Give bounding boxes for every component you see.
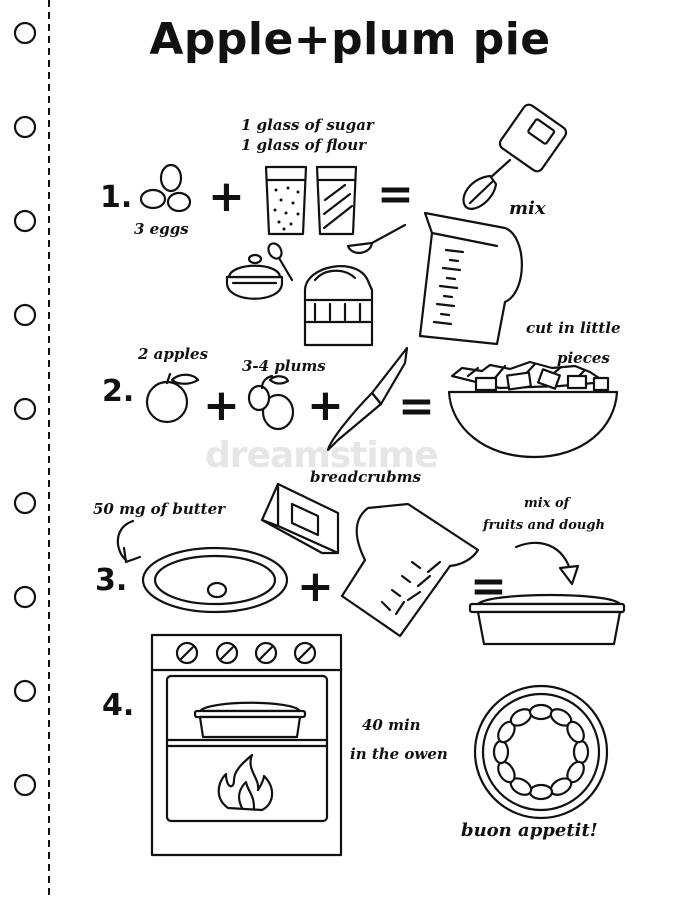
plus-sign: + — [307, 380, 344, 431]
binder-hole — [13, 491, 37, 515]
baking-dish-icon — [468, 593, 626, 646]
step-number: 3. — [95, 563, 128, 598]
fruit-slice — [492, 739, 510, 765]
plus-sign: + — [203, 380, 240, 431]
spoon-icon — [267, 242, 294, 282]
arrow-down-icon — [514, 541, 580, 586]
label-cut-line1: cut in little — [526, 319, 621, 337]
label-time-line1: 40 min — [362, 716, 421, 734]
label-mix: mix — [509, 198, 546, 219]
hand-mixer-icon — [462, 103, 568, 210]
sugar-bowl-icon — [225, 253, 284, 300]
binder-hole — [13, 773, 37, 797]
label-mix-of-line1: mix of — [524, 496, 570, 511]
label-mix-of-line2: fruits and dough — [483, 518, 605, 533]
binder-hole — [13, 679, 37, 703]
pie-dish-icon — [141, 546, 289, 614]
step-number: 1. — [100, 180, 133, 215]
notebook-margin — [13, 0, 50, 900]
label-buon-appetit: buon appetit! — [461, 820, 598, 841]
binder-hole — [13, 209, 37, 233]
measuring-jug-icon-2 — [340, 502, 480, 638]
binder-hole — [13, 585, 37, 609]
fruit-slice — [566, 720, 585, 744]
equals-sign: = — [377, 169, 414, 220]
eggs-icon — [139, 163, 192, 213]
label-plums: 3-4 plums — [242, 357, 326, 375]
binder-hole — [13, 303, 37, 327]
equals-sign: = — [398, 381, 435, 432]
measuring-jug-icon — [418, 211, 523, 346]
label-butter: 50 mg of butter — [93, 500, 226, 518]
butter-icon — [260, 482, 340, 555]
page-title: Apple+plum pie — [149, 14, 551, 65]
label-flour: 1 glass of flour — [241, 136, 367, 154]
plus-sign: + — [297, 561, 334, 612]
equals-sign: = — [470, 561, 507, 612]
fruit-bowl-icon — [447, 360, 619, 459]
plum-icon — [247, 374, 295, 431]
fruit-slice — [528, 783, 554, 801]
flour-bag-icon — [303, 265, 374, 347]
apple-icon — [145, 372, 200, 424]
label-apples: 2 apples — [138, 345, 209, 363]
curved-arrow-icon — [116, 519, 142, 564]
label-time-line2: in the owen — [350, 745, 448, 763]
measuring-spoon-icon — [346, 223, 407, 254]
binder-hole — [13, 397, 37, 421]
sugar-glass-icon — [264, 165, 308, 236]
finished-pie-icon — [473, 684, 609, 820]
binder-hole — [13, 115, 37, 139]
plus-sign: + — [208, 171, 245, 222]
knife-icon — [326, 346, 409, 452]
fruit-slice — [572, 739, 590, 765]
oven-icon — [150, 633, 343, 857]
fruit-slice — [528, 703, 554, 721]
label-breadcrumbs: breadcrubms — [310, 468, 421, 486]
flour-glass-icon — [315, 165, 358, 236]
label-cut-line2: pieces — [557, 349, 610, 367]
step-number: 4. — [102, 688, 135, 723]
binder-hole — [13, 21, 37, 45]
step-number: 2. — [102, 374, 135, 409]
label-sugar: 1 glass of sugar — [241, 116, 374, 134]
watermark: dreamstime — [205, 435, 439, 476]
label-eggs: 3 eggs — [134, 220, 189, 238]
